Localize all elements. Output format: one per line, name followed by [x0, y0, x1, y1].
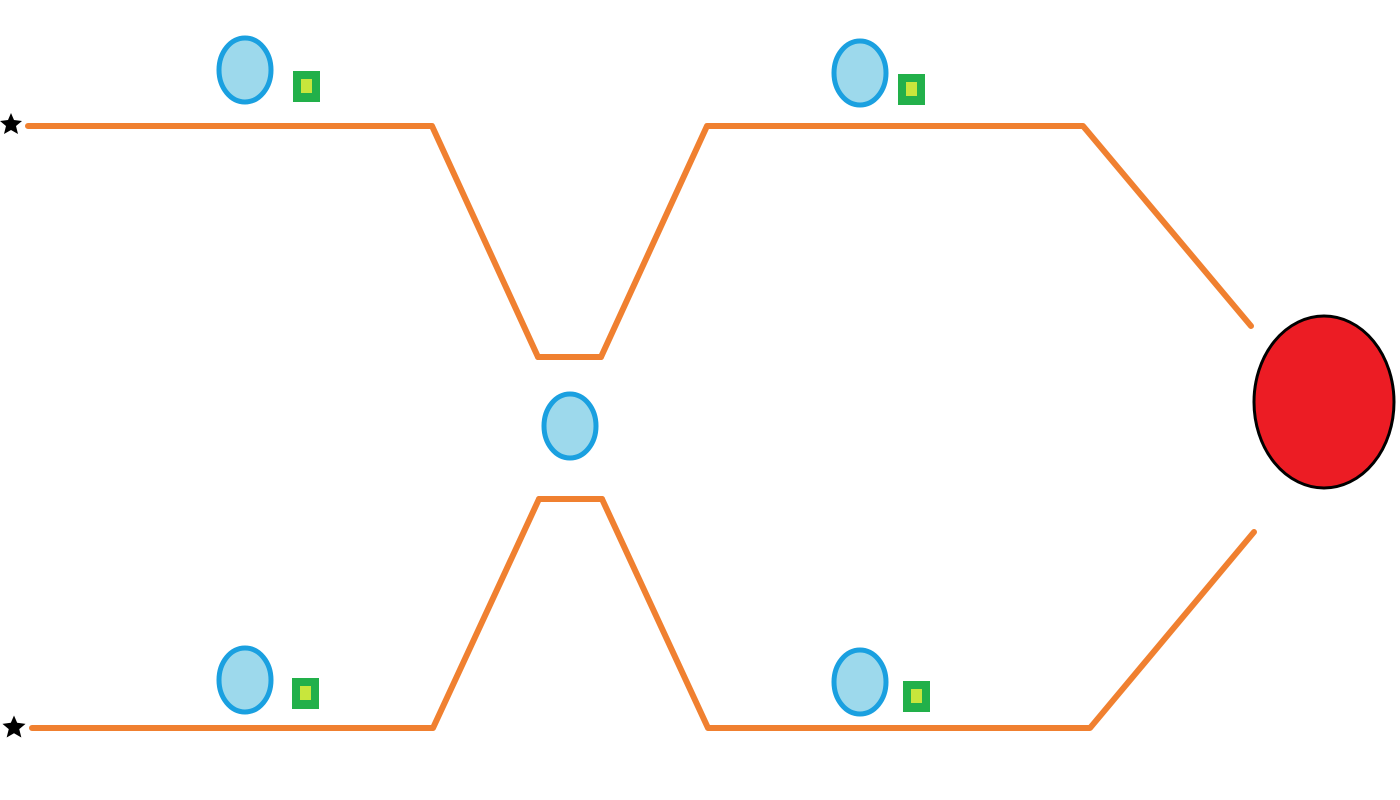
tokens [292, 71, 930, 712]
top-right-path [598, 123, 1254, 360]
oval-icon [216, 645, 274, 715]
star-icon [2, 715, 26, 738]
top-left-path [25, 123, 541, 360]
circle-icon [1252, 314, 1396, 490]
start-markers [0, 113, 26, 738]
bottom-left-path [29, 496, 542, 731]
bottom-right-path [599, 496, 1257, 731]
oval-icon [216, 35, 274, 105]
square-icon [292, 678, 319, 709]
oval-icon [831, 647, 889, 717]
bubbles [216, 35, 889, 717]
square-icon [903, 681, 930, 712]
oval-icon [541, 391, 599, 461]
square-icon [293, 71, 320, 102]
paths [25, 123, 1257, 731]
star-icon [0, 113, 22, 134]
oval-icon [831, 38, 889, 108]
square-icon [898, 74, 925, 105]
